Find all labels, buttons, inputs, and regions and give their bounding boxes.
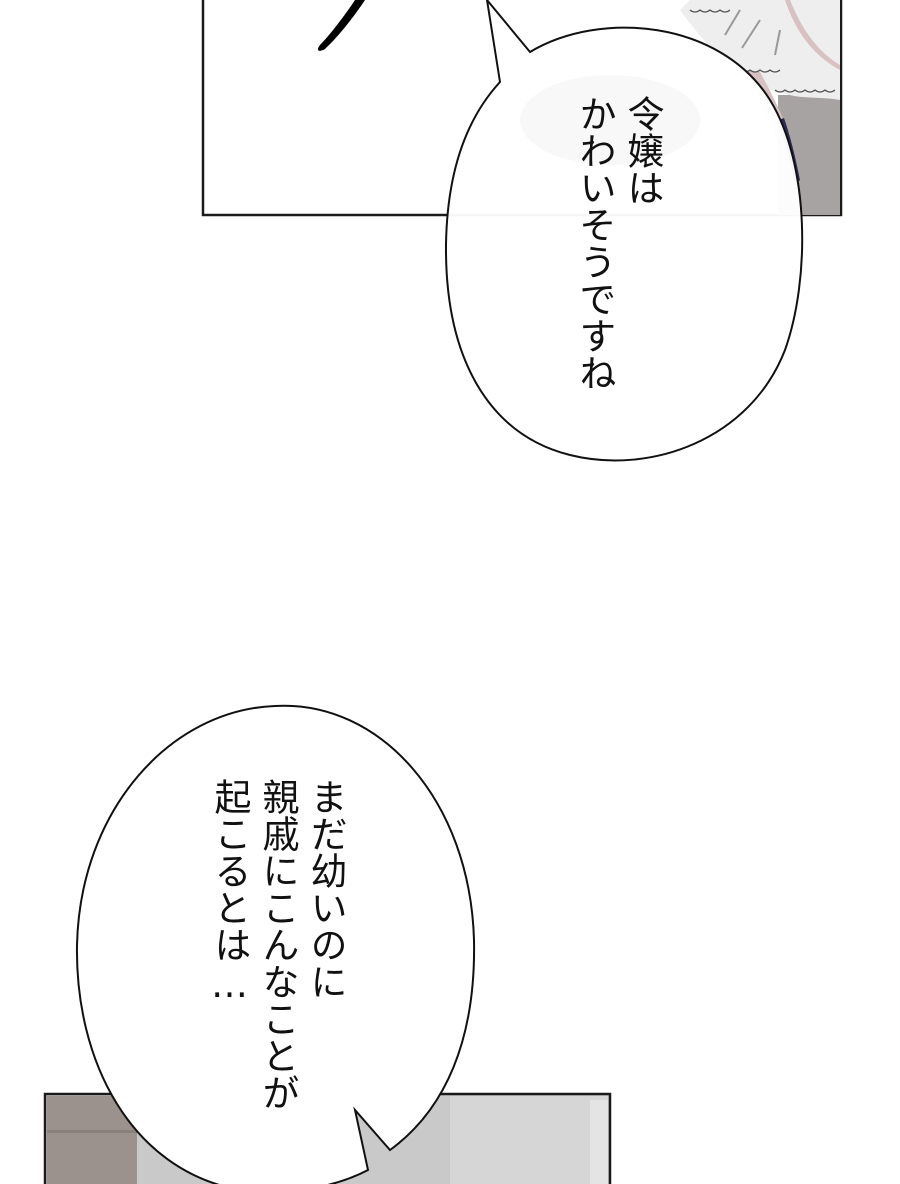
- speech-bubble-2: [75, 704, 476, 1184]
- bubble-2-text: まだ幼いのに 親戚にこんなことが 起こるとは…: [205, 778, 349, 1111]
- bubble-1-text: 令嬢は かわいそうですね: [570, 95, 666, 391]
- bubble-2-line-3: 起こるとは…: [208, 778, 251, 1006]
- speech-bubble-1: [444, 0, 804, 462]
- bubble-1-line-2: かわいそうですね: [573, 95, 616, 391]
- bubble-2-line-2: 親戚にこんなことが: [256, 778, 299, 1111]
- bubble-2-line-1: まだ幼いのに: [304, 778, 347, 1000]
- bubble-1-line-1: 令嬢は: [621, 95, 664, 206]
